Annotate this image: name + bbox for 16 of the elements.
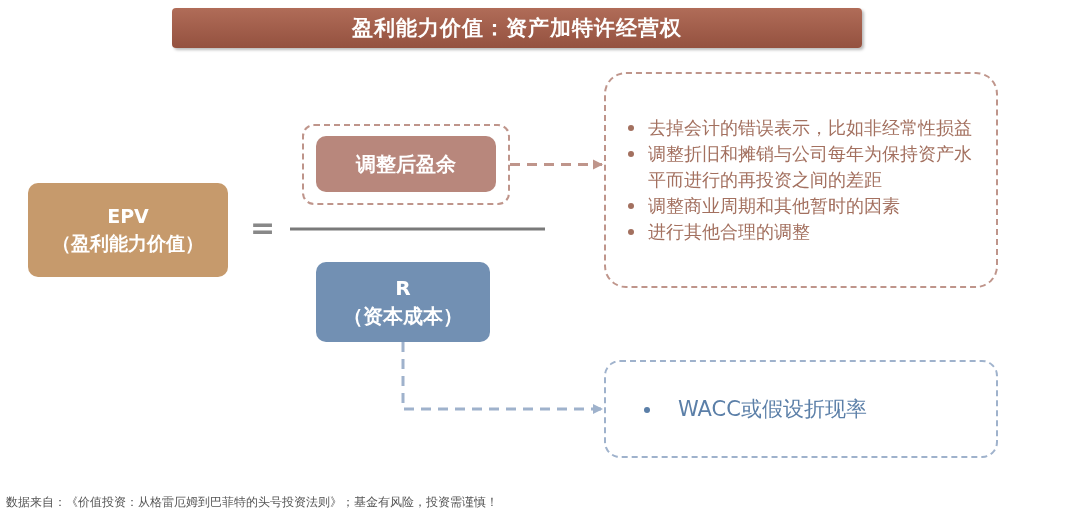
process-box: EPV （盈利能力价值） (28, 183, 228, 277)
arrow (510, 159, 603, 170)
source-note: 数据来自：《价值投资：从格雷厄姆到巴菲特的头号投资法则》；基金有风险，投资需谨慎！ (6, 494, 498, 511)
bullet-item: 去掉会计的错误表示，比如非经常性损益 (648, 115, 972, 140)
dashed-frame (302, 124, 510, 205)
process-box: R （资本成本） (316, 262, 490, 342)
bullet-item: 调整折旧和摊销与公司每年为保持资产水平而进行的再投资之间的差距 (648, 141, 973, 192)
bullet-item: 调整商业周期和其他暂时的因素 (648, 194, 900, 219)
equals-sign: = (250, 210, 276, 245)
note-box (604, 72, 998, 288)
bullet-item: 进行其他合理的调整 (648, 220, 810, 245)
title-banner: 盈利能力价值：资产加特许经营权 (172, 8, 862, 48)
bullet-item: WACC或假设折现率 (678, 395, 867, 423)
process-box: 调整后盈余 (316, 136, 496, 192)
note-box (604, 360, 998, 458)
arrow (401, 342, 603, 414)
